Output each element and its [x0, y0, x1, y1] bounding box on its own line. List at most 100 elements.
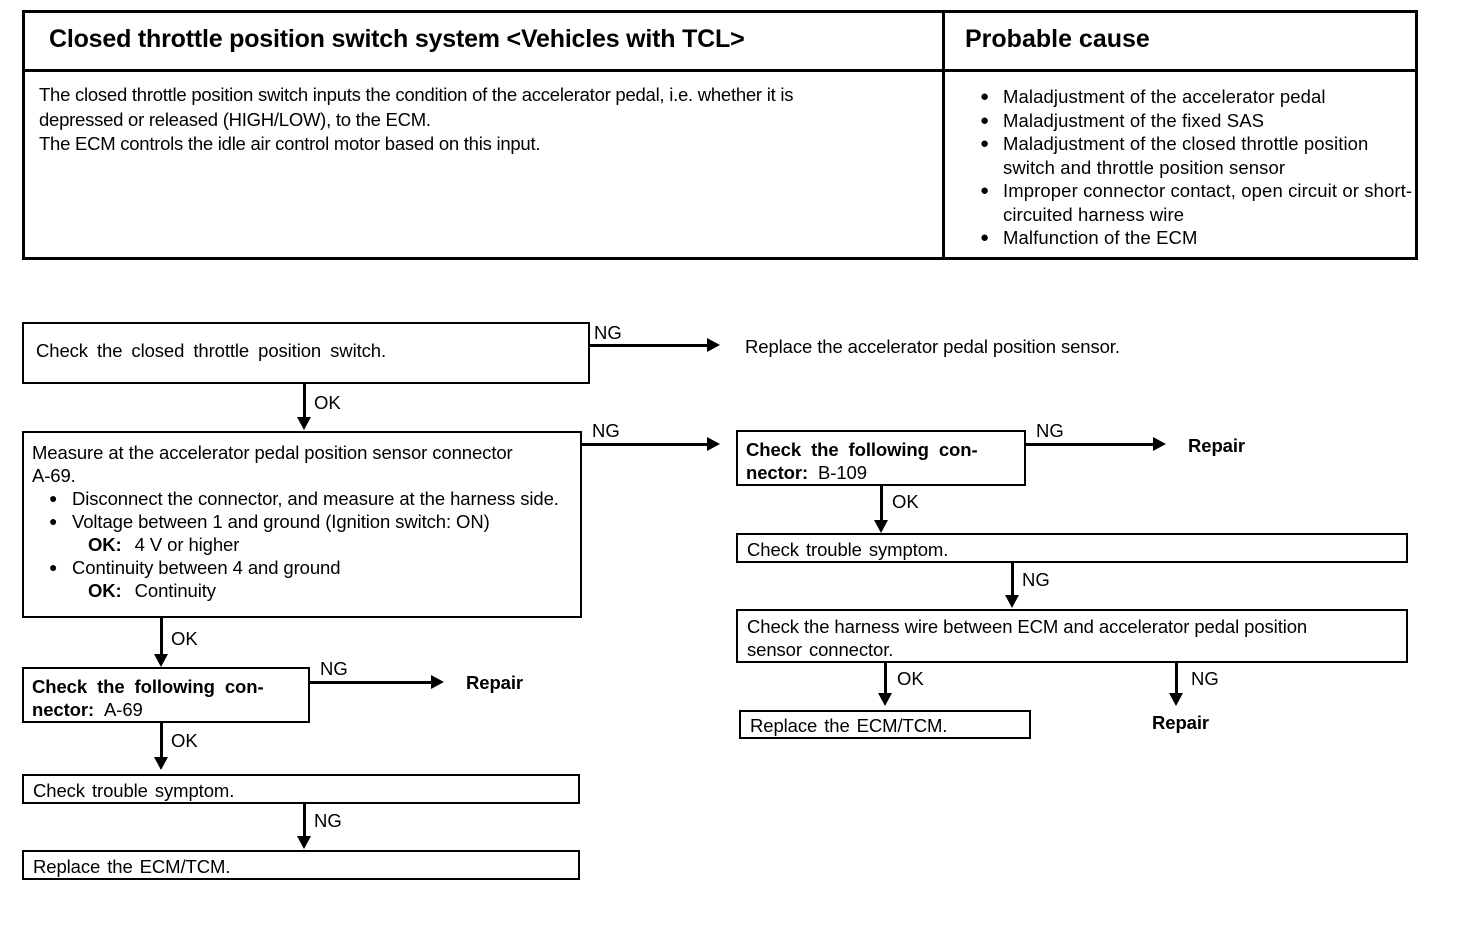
edge-left-trouble-ng: [303, 804, 306, 844]
spec-row: OK: Continuity: [32, 579, 580, 602]
edge-step1-ok: [303, 384, 306, 426]
list-item-label: Improper connector contact, open circuit…: [1003, 180, 1413, 225]
table-header-probable-cause: Probable cause: [965, 25, 1150, 53]
list-item: ● Maladjustment of the closed throttle p…: [958, 132, 1418, 179]
list-item-label: Continuity between 4 and ground: [72, 557, 341, 578]
probable-cause-list: ● Maladjustment of the accelerator pedal…: [958, 85, 1418, 250]
step-label: Replace the ECM/TCM.: [750, 715, 948, 736]
step-label: Check trouble symptom.: [33, 780, 235, 801]
spec-ok-value: Continuity: [134, 580, 216, 601]
arrowhead-down: [297, 417, 311, 430]
bullet-icon: ●: [980, 182, 990, 199]
list-item-label: Malfunction of the ECM: [1003, 227, 1198, 248]
system-description-line-3: The ECM controls the idle air control mo…: [39, 133, 541, 154]
list-item: ● Disconnect the connector, and measure …: [32, 487, 580, 510]
edge-harness-ok: [884, 663, 887, 701]
table-column-divider: [942, 13, 945, 257]
bullet-icon: ●: [980, 111, 990, 129]
list-item: ● Voltage between 1 and ground (Ignition…: [32, 510, 580, 533]
spec-row: OK: 4 V or higher: [32, 533, 580, 556]
bullet-icon: ●: [980, 135, 990, 152]
arrowhead-down: [154, 654, 168, 667]
step-check-connector-b109: Check the following con- nector: B-109: [736, 430, 1026, 486]
edge-label-ng: NG: [1036, 420, 1064, 441]
system-description-line-1: The closed throttle position switch inpu…: [39, 84, 794, 105]
step-replace-ecm-tcm-right: Replace the ECM/TCM.: [739, 710, 1031, 739]
connector-b109-line-2: nector: B-109: [746, 461, 867, 484]
step-body: Measure at the accelerator pedal positio…: [32, 441, 580, 602]
list-item-label: Disconnect the connector, and measure at…: [72, 488, 559, 509]
harness-line-2: sensor connector.: [747, 639, 894, 660]
edge-label-ng: NG: [320, 658, 348, 679]
bullet-icon: ●: [49, 490, 58, 506]
harness-line-1: Check the harness wire between ECM and a…: [747, 616, 1308, 637]
measure-title-line-2: A-69.: [32, 465, 76, 486]
edge-label-ng: NG: [594, 322, 622, 343]
connector-b109-label: nector:: [746, 462, 808, 483]
edge-a69-ok: [160, 723, 163, 765]
step-label: Check the closed throttle position switc…: [36, 340, 386, 361]
list-item: ● Continuity between 4 and ground: [32, 556, 580, 579]
table-header-system: Closed throttle position switch system <…: [49, 25, 745, 53]
spec-ok-value: 4 V or higher: [134, 534, 240, 555]
list-item: ● Malfunction of the ECM: [958, 226, 1418, 250]
connector-a69-label: nector:: [32, 699, 94, 720]
table-header-divider: [25, 69, 1415, 72]
list-item: ● Improper connector contact, open circu…: [958, 179, 1418, 226]
edge-label-ng: NG: [1191, 668, 1219, 689]
edge-label-ok: OK: [314, 392, 341, 413]
edge-step2-ok: [160, 618, 163, 662]
arrowhead-right: [431, 675, 444, 689]
result-repair: Repair: [1152, 712, 1209, 733]
connector-a69-line-1: Check the following con-: [32, 676, 264, 697]
arrowhead-down: [1169, 693, 1183, 706]
list-item-label: Maladjustment of the accelerator pedal: [1003, 86, 1326, 107]
arrowhead-down: [297, 836, 311, 849]
list-item: ● Maladjustment of the fixed SAS: [958, 109, 1418, 133]
edge-step2-ng: [582, 443, 708, 446]
edge-label-ng: NG: [314, 810, 342, 831]
list-item-label: Voltage between 1 and ground (Ignition s…: [72, 511, 490, 532]
bullet-icon: ●: [49, 513, 58, 529]
list-item-label: Maladjustment of the closed throttle pos…: [1003, 133, 1369, 178]
step-check-connector-a69: Check the following con- nector: A-69: [22, 667, 310, 723]
edge-label-ok: OK: [892, 491, 919, 512]
system-description-line-2: depressed or released (HIGH/LOW), to the…: [39, 108, 431, 130]
result-replace-accel-pedal-sensor: Replace the accelerator pedal position s…: [745, 336, 1120, 357]
step-check-trouble-symptom-left: Check trouble symptom.: [22, 774, 580, 804]
symptom-table: Closed throttle position switch system <…: [22, 10, 1418, 260]
step-check-closed-throttle-switch: Check the closed throttle position switc…: [22, 322, 590, 384]
connector-a69-line-2: nector: A-69: [32, 698, 143, 721]
step-label: Replace the ECM/TCM.: [33, 856, 231, 877]
list-item-label: Maladjustment of the fixed SAS: [1003, 109, 1265, 131]
connector-b109-value: B-109: [818, 462, 867, 483]
bullet-icon: ●: [980, 88, 990, 105]
edge-label-ng: NG: [1022, 569, 1050, 590]
edge-step1-ng: [590, 344, 708, 347]
edge-harness-ng: [1175, 663, 1178, 701]
spec-ok-label: OK:: [88, 534, 122, 555]
arrowhead-right: [707, 437, 720, 451]
step-check-trouble-symptom-right: Check trouble symptom.: [736, 533, 1408, 563]
arrowhead-down: [874, 520, 888, 533]
bullet-icon: ●: [980, 229, 990, 246]
arrowhead-right: [707, 338, 720, 352]
list-item: ● Maladjustment of the accelerator pedal: [958, 85, 1418, 109]
bullet-icon: ●: [49, 559, 58, 575]
step-replace-ecm-tcm-left: Replace the ECM/TCM.: [22, 850, 580, 880]
measure-title-line-1: Measure at the accelerator pedal positio…: [32, 442, 513, 463]
arrowhead-right: [1153, 437, 1166, 451]
edge-label-ok: OK: [897, 668, 924, 689]
connector-b109-line-1: Check the following con-: [746, 439, 978, 460]
edge-b109-ok: [880, 486, 883, 528]
arrowhead-down: [154, 757, 168, 770]
edge-a69-ng: [310, 681, 432, 684]
connector-a69-value: A-69: [104, 699, 143, 720]
result-repair: Repair: [1188, 435, 1245, 456]
edge-right-trouble-ng: [1011, 563, 1014, 603]
arrowhead-down: [878, 693, 892, 706]
step-measure-accel-pedal-sensor: Measure at the accelerator pedal positio…: [22, 431, 582, 618]
edge-label-ok: OK: [171, 628, 198, 649]
edge-label-ng: NG: [592, 420, 620, 441]
